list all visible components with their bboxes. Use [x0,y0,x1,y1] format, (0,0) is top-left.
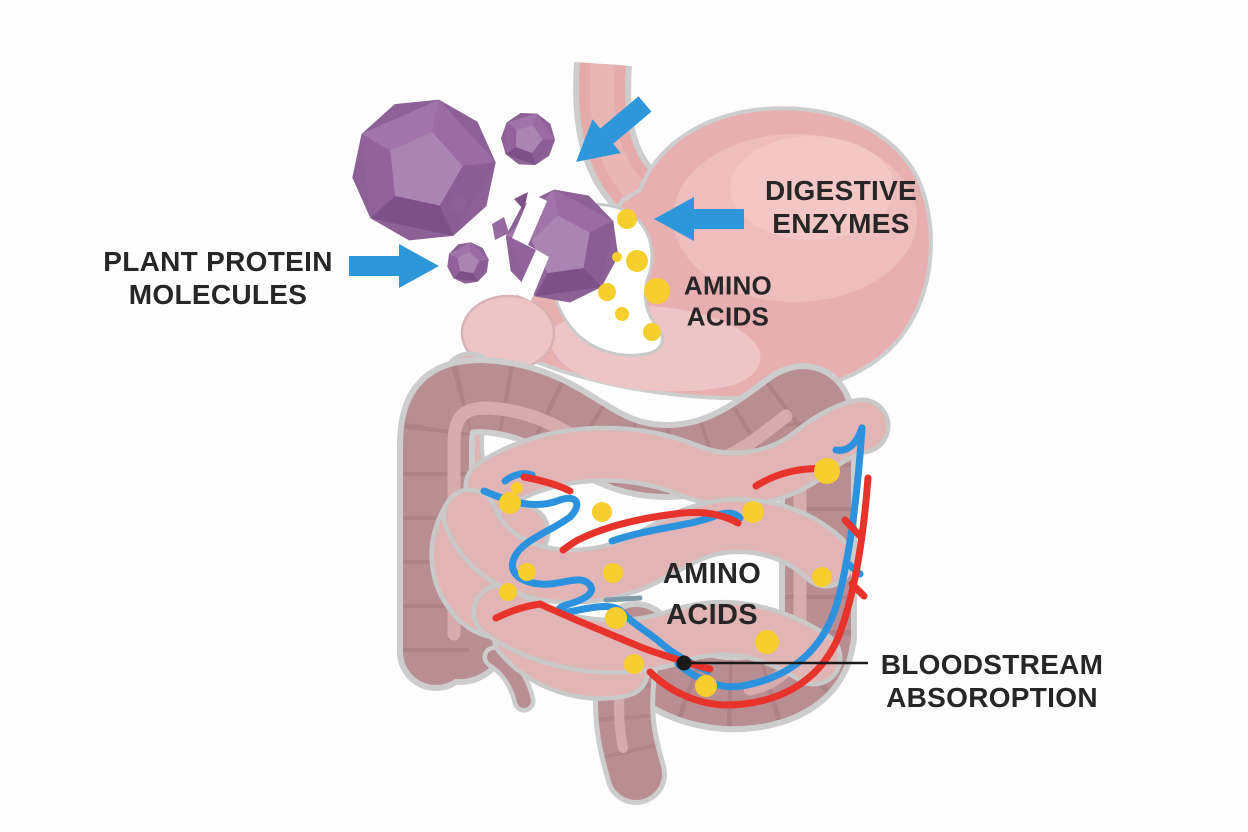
label-line: ENZYMES [772,208,910,239]
molecule-crack [512,193,549,301]
amino-acid-icon [624,654,644,674]
vessel-red-branch-2 [848,580,868,600]
amino-acid-icon [755,630,779,654]
amino-acid-icon [644,278,670,304]
vessel-blue-branch-1 [832,424,866,454]
label-line: PLANT PROTEIN [103,245,333,277]
label-line: BLOODSTREAM [880,648,1104,680]
amino-acid-icon [617,209,637,229]
amino-acid-icon [605,607,627,629]
label-digestive-enzymes: DIGESTIVE ENZYMES [765,174,917,240]
amino-acid-icon [518,563,536,581]
vessel-blue-right-main [674,424,866,691]
protein-shard-3 [514,192,528,210]
label-line: ACIDS [666,599,758,631]
amino-acid-dots-intestine [499,458,840,697]
vessel-branch-teal [603,595,643,603]
label-amino-acids-stomach: AMINO ACIDS [684,270,772,331]
plant-protein-flow-arrow-icon [349,244,439,288]
label-line: MOLECULES [128,279,308,310]
amino-acid-icon [603,563,623,583]
amino-acid-icon [511,482,523,494]
label-line: AMINO [662,557,762,590]
amino-acid-icon [812,567,832,587]
protein-shard-1 [449,192,468,216]
amino-acid-dots-stomach [598,209,670,341]
amino-acid-icon [499,583,517,601]
vessel-red-top-left [520,473,574,495]
label-plant-protein-molecules: PLANT PROTEIN MOLECULES [103,245,332,311]
amino-acid-icon [626,250,648,272]
amino-acid-icon [814,458,840,484]
vessel-blue-left-squiggle [480,487,712,675]
label-amino-acids-intestine: AMINO ACIDS [663,554,761,636]
amino-acid-icon [612,252,622,262]
appendix-fill [487,650,531,708]
amino-acid-icon [742,501,764,523]
vessel-blue-branch-3 [501,470,536,485]
label-line: ACIDS [686,301,770,331]
label-bloodstream-absorption: BLOODSTREAM ABSOROPTION [881,648,1104,714]
label-line: ABSOROPTION [886,682,1098,713]
stomach-highlight-2 [730,136,894,240]
protein-molecule-small-top [494,104,562,174]
amino-acid-icon [695,675,717,697]
vessel-red-branch-1 [841,516,864,540]
amino-acid-icon [592,502,612,522]
amino-acid-icon [499,492,521,514]
protein-fragment-hexagon [445,239,491,287]
amino-acid-icon [598,283,616,301]
vessel-red-middle [559,509,742,554]
leader-dot-icon [676,655,692,671]
protein-molecules [341,85,624,310]
vessel-red-right-main [646,474,872,709]
protein-shard-2 [492,217,509,240]
protein-molecule-large [341,85,507,255]
amino-acid-icon [615,307,629,321]
amino-acid-icon [643,323,661,341]
label-line: DIGESTIVE [764,174,918,206]
bloodstream-leader [676,655,868,671]
label-line: AMINO [683,270,773,301]
